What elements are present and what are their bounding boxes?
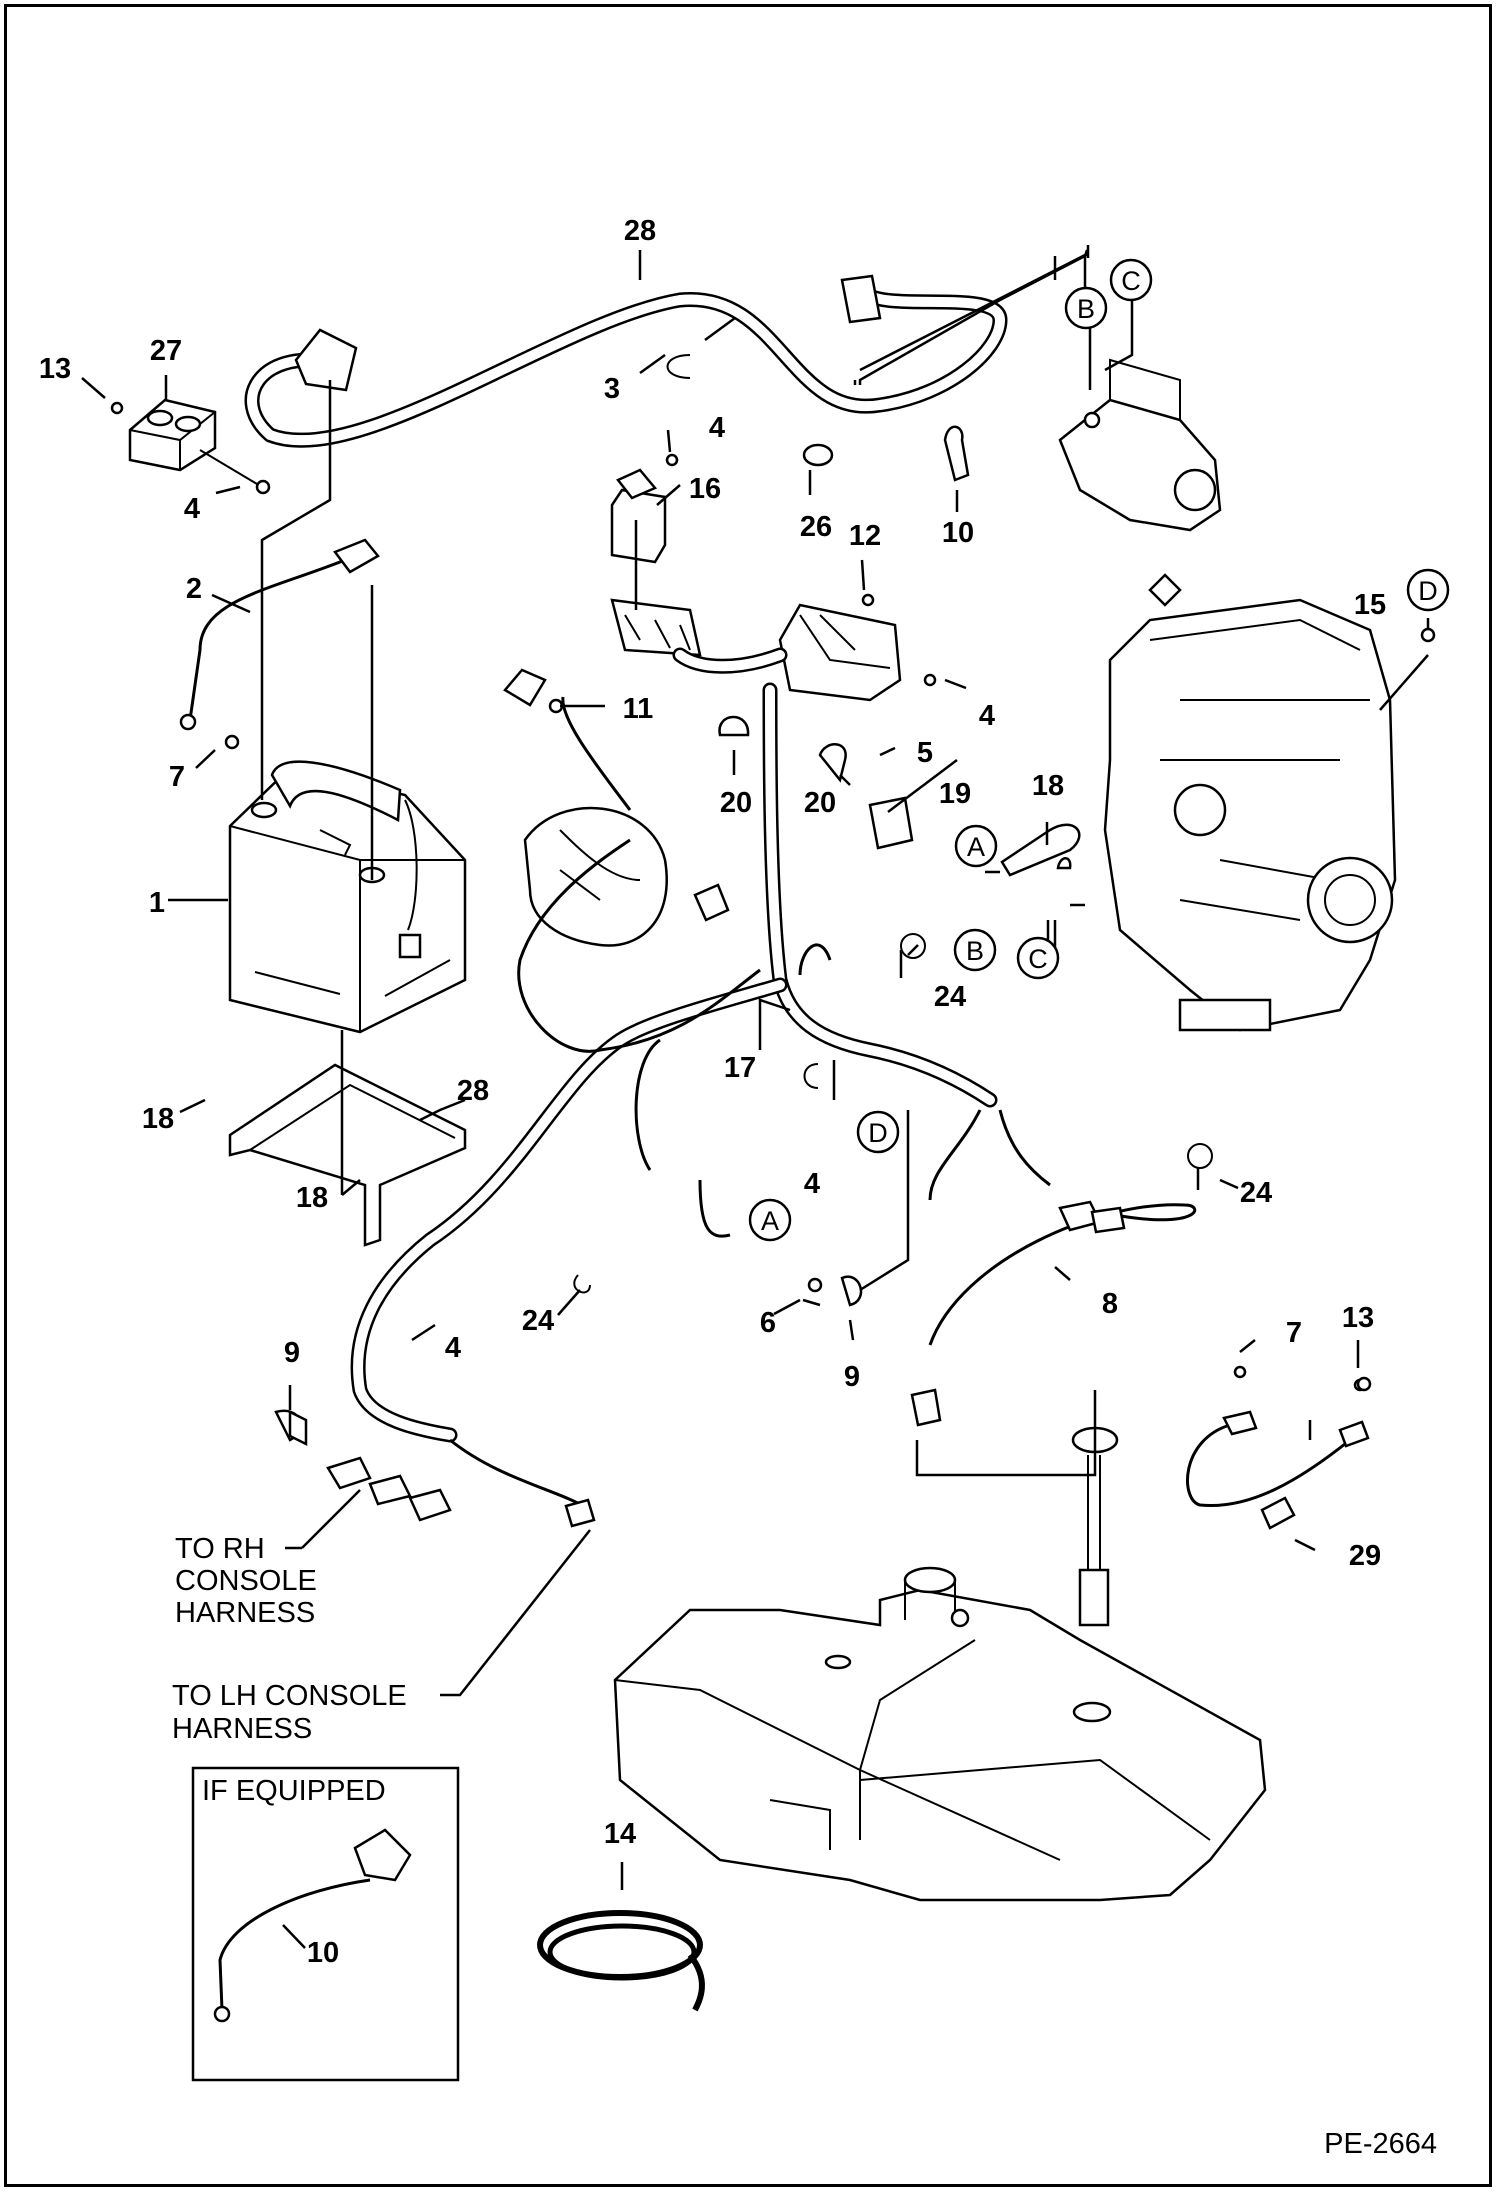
harness-notes: TO RH CONSOLE HARNESS TO LH CONSOLE HARN… (172, 1533, 407, 1745)
connector-markers: B C D A B C D A (748, 258, 1450, 1242)
main-harness (350, 647, 1051, 1512)
callout-18a: 7 (169, 761, 185, 793)
callout-28b: 18 (296, 1182, 328, 1214)
callout-31b: 20 (804, 787, 836, 819)
callout-4c: 24 (522, 1305, 554, 1337)
fuse-box-22 (778, 593, 937, 702)
callout-11: 3 (604, 373, 620, 405)
ground-cable-10 (179, 538, 380, 750)
connector-B-starter: B (1077, 294, 1095, 324)
callout-4b: 24 (1240, 1177, 1272, 1209)
note-lh-line2: HARNESS (172, 1713, 312, 1745)
callout-15: 4 (184, 493, 200, 525)
terminal-block-6 (110, 398, 271, 495)
callout-4a: 24 (934, 981, 966, 1013)
callout-16: 5 (917, 737, 933, 769)
connector-C-starter: C (1121, 266, 1141, 296)
inset-if-equipped (191, 1766, 460, 2082)
note-rh-line1: TO RH (175, 1533, 265, 1565)
callout-2: 8 (1102, 1288, 1118, 1320)
callout-5: 26 (800, 511, 832, 543)
connector-D-engine: D (1418, 576, 1438, 606)
callout-27: 17 (724, 1052, 756, 1084)
hose-25 (537, 1910, 705, 2012)
callout-3: 16 (689, 473, 721, 505)
drawing-id: PE-2664 (1324, 2128, 1437, 2160)
callout-19a: 9 (284, 1337, 300, 1369)
relay-3 (610, 453, 702, 657)
connector-B-harness: B (966, 936, 984, 966)
callout-7: 28 (457, 1075, 489, 1107)
callout-18b: 7 (1286, 1317, 1302, 1349)
callout-8: 28 (624, 215, 656, 247)
callout-22: 12 (849, 520, 881, 552)
callout-17: 6 (760, 1307, 776, 1339)
callout-28a: 18 (142, 1103, 174, 1135)
callout-21: 11 (623, 693, 654, 725)
battery-1 (228, 760, 467, 1034)
alternator (503, 668, 761, 1053)
connector-A-harness: A (761, 1206, 779, 1236)
note-rh-line3: HARNESS (175, 1597, 315, 1629)
connector-D-harness: D (868, 1118, 888, 1148)
callout-labels: 1 8 16 24 24 24 26 27 28 28 29 2 3 4 4 4… (39, 215, 1386, 1850)
callout-10: 2 (186, 573, 202, 605)
callout-31a: 20 (720, 787, 752, 819)
callout-30: 19 (939, 778, 971, 810)
callout-29: 18 (1032, 770, 1064, 802)
leader-8-bracket (859, 252, 1087, 372)
ground-strap-9 (1186, 1365, 1370, 1530)
callout-26: 15 (1354, 589, 1386, 621)
callout-9: 29 (1349, 1540, 1381, 1572)
engine (1103, 573, 1436, 1032)
leader-lines (81, 245, 1430, 1890)
note-lh-line1: TO LH CONSOLE (172, 1680, 407, 1712)
callout-20: 10 (942, 517, 974, 549)
callout-24: 13 (1342, 1302, 1374, 1334)
note-rh-line2: CONSOLE (175, 1565, 317, 1597)
battery-cable-8 (244, 274, 1008, 448)
callout-25: 14 (604, 1818, 636, 1850)
callout-1: 1 (149, 887, 165, 919)
callout-14: 4 (445, 1332, 461, 1364)
callout-12: 4 (804, 1168, 820, 1200)
fuel-tank (613, 1566, 1267, 1902)
hardware-small (288, 354, 1372, 1447)
callout-23: 13 (39, 353, 71, 385)
fuel-sender-lead-2 (910, 1200, 1197, 1427)
starter (1058, 358, 1222, 532)
connector-C-harness: C (1028, 944, 1048, 974)
callout-6: 27 (150, 335, 182, 367)
battery-tray-7 (228, 1063, 467, 1247)
callout-19b: 9 (844, 1361, 860, 1393)
inset-title: IF EQUIPPED (202, 1775, 386, 1807)
inset-callout-10: 10 (307, 1937, 339, 1969)
callout-13a: 4 (709, 412, 725, 444)
callout-13b: 4 (979, 700, 995, 732)
connector-A-engine: A (967, 832, 985, 862)
